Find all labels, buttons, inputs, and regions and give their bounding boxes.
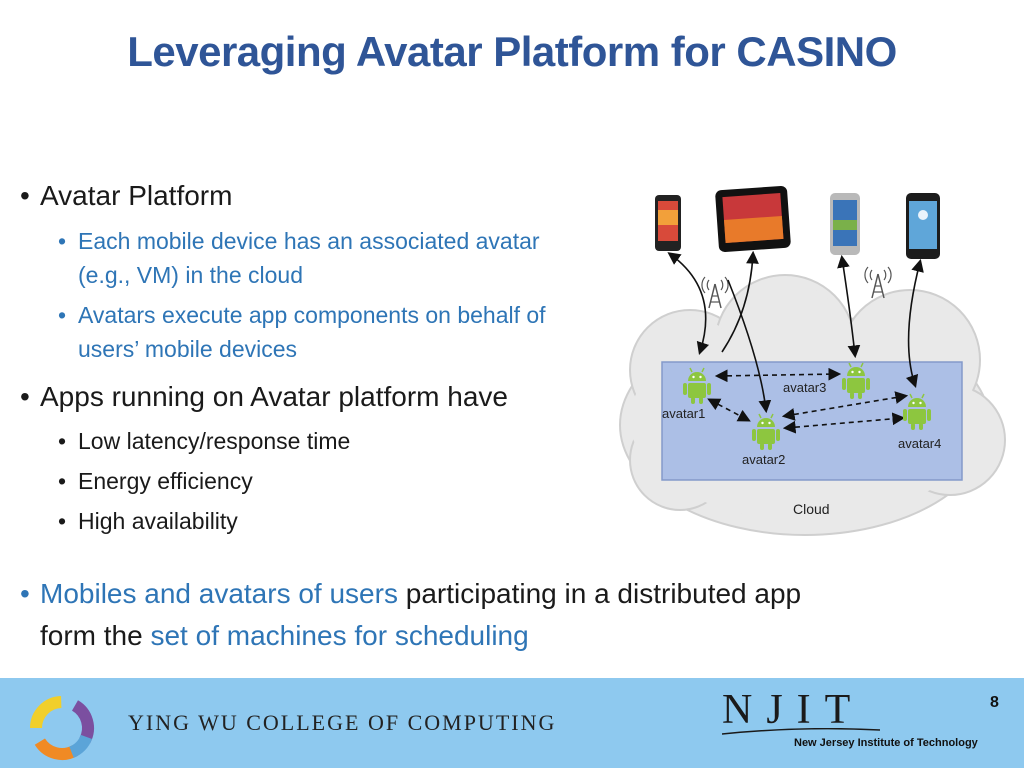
highlight-text: Mobiles and avatars of users — [40, 578, 398, 609]
bullet-text: Apps running on Avatar platform have — [40, 381, 509, 412]
bullet-dot: • — [58, 468, 67, 494]
njit-underline-icon — [722, 728, 881, 735]
bullet-text: Avatar Platform — [40, 180, 233, 211]
avatar-links — [707, 367, 909, 434]
sub-bullet-text: Each mobile device has an associated ava… — [78, 228, 540, 254]
avatar-platform-diagram: avatar1 avatar2 avatar3 avatar4 Cloud — [619, 185, 1006, 536]
sub-bullet-text: Avatars execute app components on behalf… — [78, 302, 546, 328]
bullet-dot: • — [58, 302, 67, 328]
bullet-dot: • — [20, 578, 30, 609]
avatar4-label: avatar4 — [898, 436, 941, 451]
phone-1-icon — [655, 195, 681, 251]
njit-full-name: New Jersey Institute of Technology — [794, 737, 978, 749]
device-links — [667, 250, 924, 414]
sub-bullet-text: (e.g., VM) in the cloud — [78, 262, 303, 288]
college-logo-icon — [30, 696, 94, 760]
bullet-text: form the — [40, 620, 151, 651]
bullet-dot: • — [58, 508, 67, 534]
avatar2-label: avatar2 — [742, 452, 785, 467]
footer-bar — [0, 678, 1024, 768]
page-number: 8 — [990, 694, 999, 711]
bullet-dot: • — [20, 381, 30, 412]
sub-bullet-text: Energy efficiency — [78, 468, 253, 494]
avatar1-label: avatar1 — [662, 406, 705, 421]
tablet-icon — [715, 185, 791, 253]
slide-title: Leveraging Avatar Platform for CASINO — [127, 28, 897, 75]
highlight-text: set of machines for scheduling — [150, 620, 529, 651]
njit-logo-text: NJIT — [722, 687, 865, 733]
sub-bullet-text: High availability — [78, 508, 238, 534]
cloud-label: Cloud — [793, 501, 830, 517]
avatar3-label: avatar3 — [783, 380, 826, 395]
college-name: YING WU COLLEGE OF COMPUTING — [128, 710, 557, 735]
sub-bullet-text: users’ mobile devices — [78, 336, 298, 362]
bullet-dot: • — [20, 180, 30, 211]
phone-3-icon — [830, 193, 860, 255]
cell-tower-left-icon — [701, 276, 729, 309]
bullet-dot: • — [58, 428, 67, 454]
phone-4-icon — [906, 193, 940, 259]
bullet-text: participating in a distributed app — [397, 578, 802, 609]
bullet-dot: • — [58, 228, 67, 254]
sub-bullet-text: Low latency/response time — [78, 428, 351, 454]
